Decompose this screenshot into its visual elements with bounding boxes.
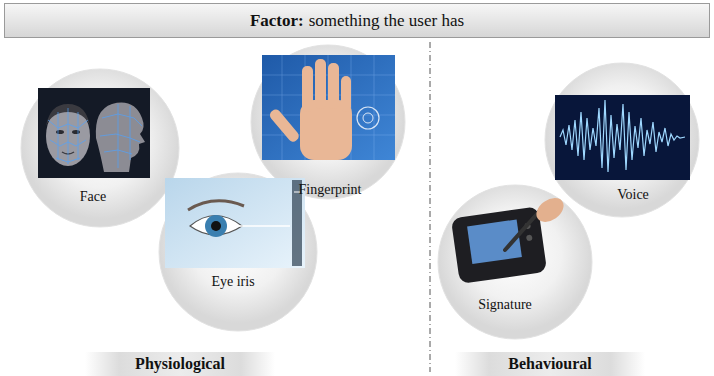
- node-label: Signature: [478, 297, 532, 313]
- biometric-circle: Signature: [437, 184, 593, 340]
- node-text: something the user has: [309, 11, 464, 31]
- factor-band: Factor:something the user has: [4, 3, 710, 38]
- voice-picture: [555, 95, 690, 180]
- category-band: Physiological: [85, 352, 275, 376]
- circle-outline: [437, 184, 593, 340]
- fingerprint-picture: [262, 55, 395, 160]
- node-label: Eye iris: [211, 274, 254, 290]
- divider-line: [430, 42, 431, 372]
- biometric-circle: Face: [20, 68, 180, 228]
- circle-shape: [251, 45, 405, 199]
- circle-shape: [159, 173, 317, 331]
- node-label: Physiological: [135, 355, 225, 373]
- node-label: Voice: [617, 187, 649, 203]
- category-band: Behavioural: [455, 352, 645, 376]
- eye-picture: [165, 178, 305, 268]
- circle-shape: [438, 185, 592, 339]
- node-label: Fingerprint: [299, 182, 362, 198]
- biometric-circle: Fingerprint: [250, 44, 406, 200]
- face-picture: [38, 88, 150, 178]
- circle-outline: [250, 44, 406, 200]
- node-label: Factor:: [250, 11, 304, 31]
- node-label: Behavioural: [508, 355, 592, 373]
- node-label: Face: [80, 189, 106, 205]
- biometric-circle: Eye iris: [158, 172, 318, 332]
- circle-outline: [158, 172, 318, 332]
- circle-shape: [21, 69, 179, 227]
- biometric-circle: Voice: [544, 62, 700, 218]
- circle-shape: [545, 63, 699, 217]
